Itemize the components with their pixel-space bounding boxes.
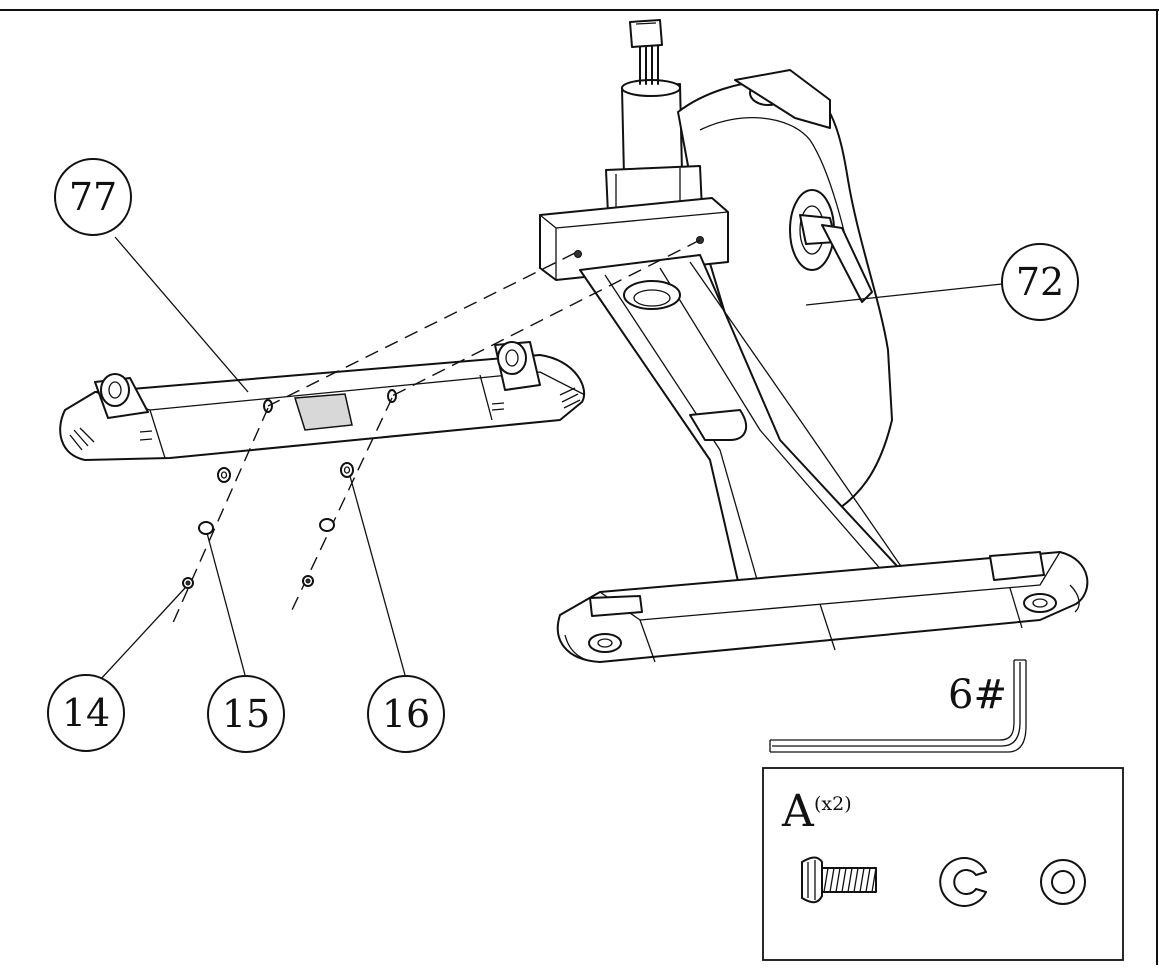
callout-72: 72 — [1001, 243, 1079, 321]
hardware-pack-letter: A — [781, 786, 815, 837]
hardware-stack-left — [182, 467, 231, 589]
flat-washer-icon — [1040, 859, 1086, 905]
callout-14: 14 — [47, 674, 125, 752]
assembly-guide-lines — [171, 239, 701, 626]
bolt-icon — [801, 856, 877, 904]
hardware-pack-quantity: (x2) — [814, 793, 852, 815]
split-washer-icon — [939, 857, 987, 907]
hex-key-size-label: 6# — [948, 672, 1007, 718]
callout-14-label: 14 — [62, 691, 110, 735]
main-frame-part — [539, 19, 1089, 663]
leader-lines — [99, 236, 1003, 681]
front-stabilizer-part — [59, 341, 586, 461]
page-frame — [0, 9, 1159, 966]
callout-15-label: 15 — [222, 692, 270, 736]
callout-77-label: 77 — [69, 175, 117, 219]
callout-16-label: 16 — [382, 692, 430, 736]
callout-15: 15 — [207, 675, 285, 753]
callout-16: 16 — [367, 675, 445, 753]
hex-key-icon — [769, 659, 1027, 753]
callout-77: 77 — [54, 158, 132, 236]
callout-72-label: 72 — [1016, 260, 1064, 304]
hardware-stack-right — [302, 462, 354, 587]
